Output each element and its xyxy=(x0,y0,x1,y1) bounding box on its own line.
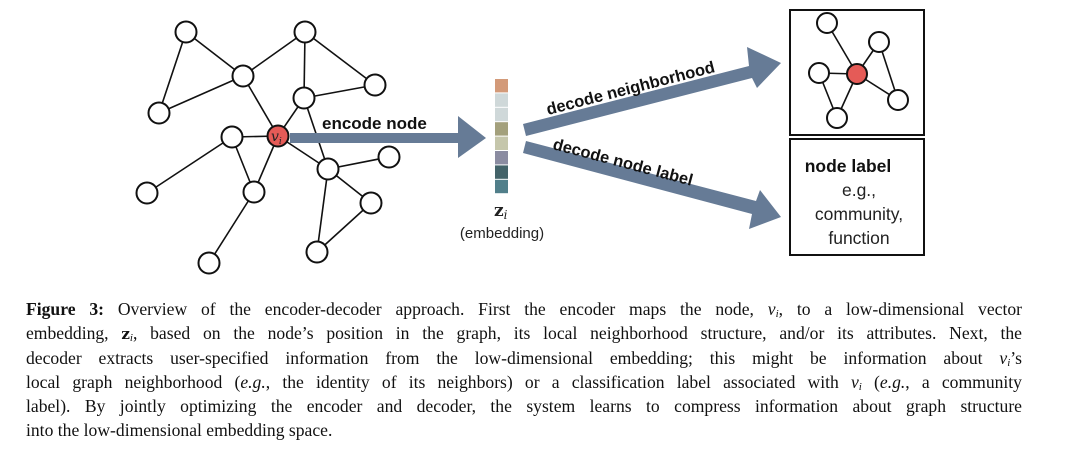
graph-node xyxy=(197,251,221,275)
node-label-line-2: community, xyxy=(815,204,903,224)
graph-node xyxy=(305,240,329,264)
math-z: z xyxy=(121,325,130,343)
embedding-symbol: zi xyxy=(494,201,508,222)
caption-text: , a community xyxy=(905,372,1022,392)
math-sub: i xyxy=(858,381,862,393)
graph-edge xyxy=(158,31,187,114)
embedding-cell xyxy=(495,93,508,107)
target-node-label: vi xyxy=(271,129,282,147)
graph-node xyxy=(292,86,316,110)
graph-node xyxy=(377,145,401,169)
caption-text: , based on the node’s position in the gr… xyxy=(132,323,1022,343)
embedding-cell xyxy=(495,122,508,136)
caption-line-4: local graph neighborhood (e.g., the iden… xyxy=(26,370,1022,394)
graph-node xyxy=(220,125,244,149)
graph-edge xyxy=(303,84,376,99)
caption-text: decoder extracts user-specified informat… xyxy=(26,348,1000,368)
caption-text: into the low-dimensional embedding space… xyxy=(26,420,333,440)
math-v: v xyxy=(850,372,859,392)
node-label-line-1: e.g., xyxy=(842,180,876,200)
neighborhood-node xyxy=(887,89,909,111)
graph-edge xyxy=(242,31,306,77)
neighborhood-box xyxy=(789,9,925,136)
neighborhood-node xyxy=(826,107,848,129)
graph-node xyxy=(316,157,340,181)
node-label-title: node label xyxy=(805,156,892,176)
node-label-box xyxy=(789,138,925,256)
caption-line-1: Figure 3: Overview of the encoder-decode… xyxy=(26,297,1022,321)
embedding-cell xyxy=(495,179,508,194)
decode-label-arrow xyxy=(523,141,781,229)
caption-line-3: decoder extracts user-specified informat… xyxy=(26,346,1022,370)
caption-eg: e.g. xyxy=(879,372,906,392)
graph-nodes: vi xyxy=(135,20,401,275)
graph-node xyxy=(147,101,171,125)
graph-edge xyxy=(316,202,372,253)
graph-node xyxy=(174,20,198,44)
caption-text: ( xyxy=(861,372,880,392)
graph-node xyxy=(231,64,255,88)
graph-node xyxy=(242,180,266,204)
encode-label: encode node xyxy=(322,114,427,133)
embedding-cell xyxy=(495,107,508,122)
embedding-vector xyxy=(495,79,508,194)
graph-edge xyxy=(242,75,279,137)
embedding-cell xyxy=(495,79,508,93)
graph-edges xyxy=(146,31,390,264)
graph-node xyxy=(135,181,159,205)
neighborhood-node xyxy=(868,31,890,53)
neighborhood-target-node xyxy=(846,63,868,85)
decode-neighborhood-arrow xyxy=(523,47,781,136)
caption-line-2: embedding, zi, based on the node’s posit… xyxy=(26,321,1022,346)
embedding-cell xyxy=(495,151,508,165)
caption-text: , the identity of its neighbors) or a cl… xyxy=(265,372,851,392)
math-v: v xyxy=(999,348,1008,368)
neighborhood-nodes xyxy=(808,12,909,129)
graph-target-node xyxy=(266,124,290,148)
math-v: v xyxy=(767,299,776,319)
math-sub: i xyxy=(775,308,779,320)
graph-node xyxy=(293,20,317,44)
graph-edge xyxy=(304,31,376,86)
neighborhood-node xyxy=(808,62,830,84)
math-sub: i xyxy=(1007,357,1011,369)
embedding-cell xyxy=(495,165,508,179)
caption-line-6: into the low-dimensional embedding space… xyxy=(26,418,1022,442)
embedding-cell xyxy=(495,136,508,150)
neighborhood-node xyxy=(816,12,838,34)
caption-text: local graph neighborhood ( xyxy=(26,372,241,392)
graph-edge xyxy=(185,31,244,77)
caption-text: Overview of the encoder-decoder approach… xyxy=(104,299,768,319)
graph-edge xyxy=(316,168,329,253)
node-label-line-3: function xyxy=(828,228,889,248)
math-sub: i xyxy=(129,332,133,344)
graph-edge xyxy=(158,75,244,114)
caption-text: label). By jointly optimizing the encode… xyxy=(26,396,1022,416)
caption-text: embedding, xyxy=(26,323,122,343)
caption-eg: e.g. xyxy=(240,372,266,392)
graph-edge xyxy=(146,136,233,194)
figure-caption: Figure 3: Overview of the encoder-decode… xyxy=(26,297,1022,442)
graph-node xyxy=(359,191,383,215)
caption-text: ’s xyxy=(1010,348,1022,368)
caption-text: , to a low-dimensional vector xyxy=(778,299,1023,319)
figure-label: Figure 3: xyxy=(26,299,104,319)
encoder-decoder-figure: vi encode node zi (embedding) decode nei… xyxy=(135,9,925,275)
graph-node xyxy=(363,73,387,97)
encode-arrow xyxy=(290,116,486,158)
embedding-caption: (embedding) xyxy=(460,225,544,242)
caption-line-5: label). By jointly optimizing the encode… xyxy=(26,394,1022,418)
graph-edge xyxy=(208,191,255,264)
